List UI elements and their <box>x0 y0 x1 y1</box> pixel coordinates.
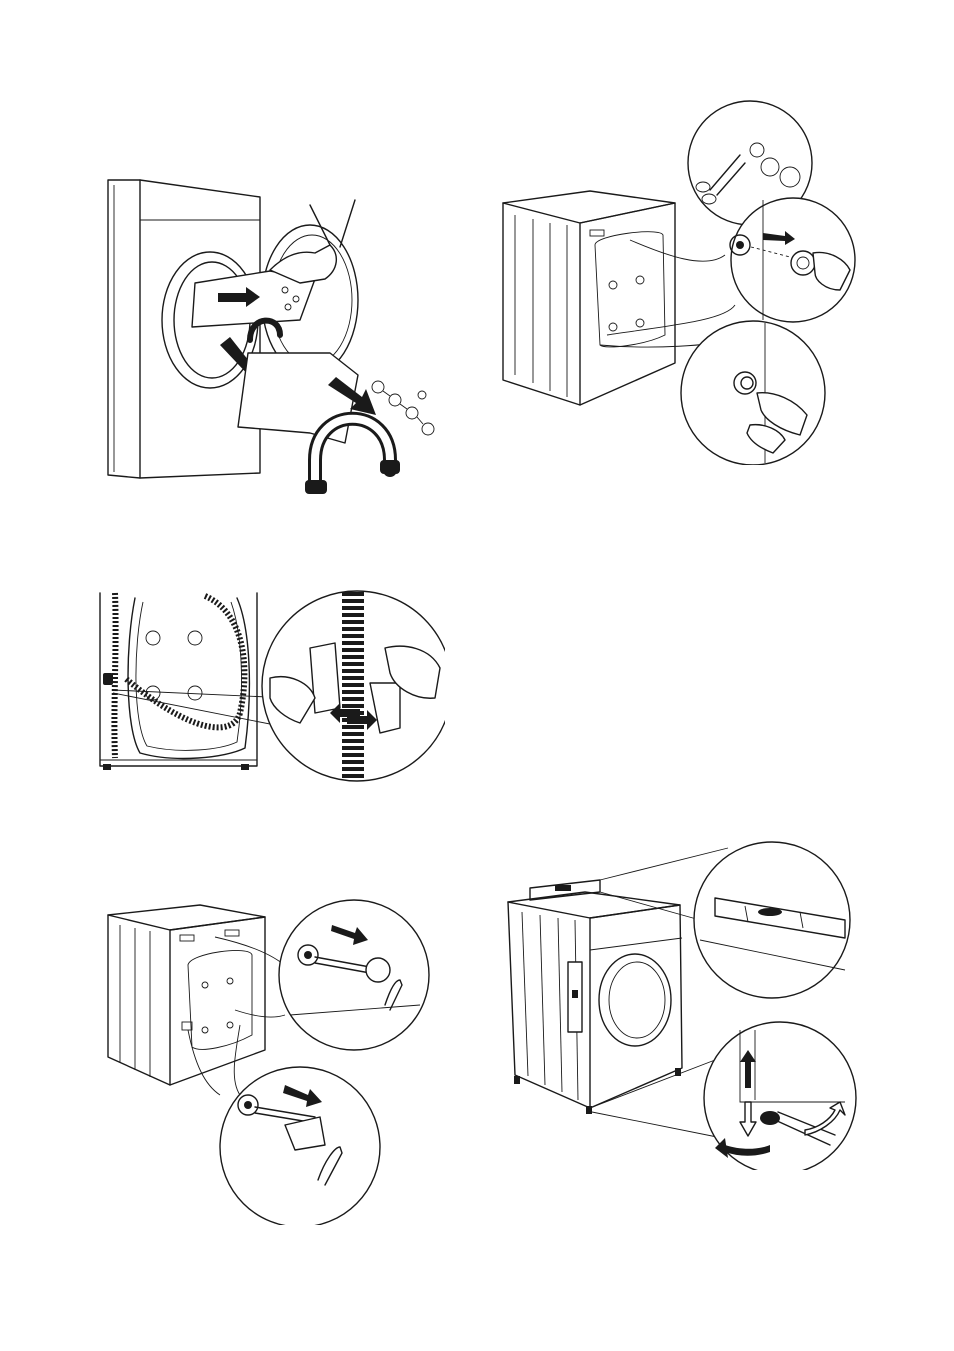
hose-clip-illustration <box>95 588 445 783</box>
detail-cap-fitted <box>681 321 825 465</box>
fit-caps-illustration <box>495 95 860 465</box>
level-machine-illustration <box>500 840 860 1170</box>
figure-hose-clip <box>95 588 445 783</box>
inlet-hose <box>114 593 115 758</box>
remove-packaging-illustration <box>100 175 445 500</box>
figure-unscrew-bolts <box>100 885 440 1225</box>
level-bubble-icon <box>758 908 782 916</box>
door <box>599 954 671 1046</box>
unscrew-bolts-illustration <box>100 885 440 1225</box>
figure-remove-packaging <box>100 175 445 500</box>
figure-level-machine <box>500 840 860 1170</box>
drain-hose <box>125 596 244 727</box>
foot-nut <box>760 1111 780 1125</box>
machine-side <box>503 203 580 405</box>
machine-side <box>108 915 170 1085</box>
packaging-bag <box>238 353 358 443</box>
arrow-sheet-icon <box>218 293 246 302</box>
figure-fit-caps <box>495 95 860 465</box>
machine-body-outline <box>108 180 260 478</box>
detail-upper-bolt <box>279 900 429 1050</box>
